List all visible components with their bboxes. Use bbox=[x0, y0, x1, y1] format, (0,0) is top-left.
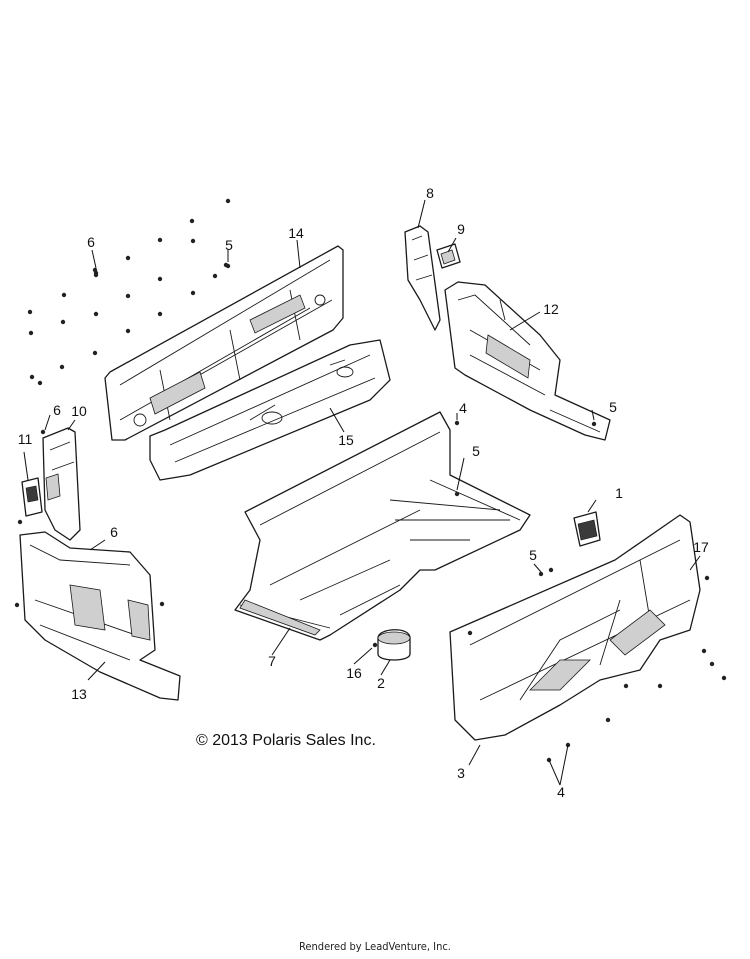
callout-8: 8 bbox=[426, 185, 434, 201]
fastener-misc bbox=[14, 263, 727, 763]
side-panel-12 bbox=[444, 281, 611, 441]
rear-bar-15 bbox=[149, 339, 391, 481]
copyright-text: © 2013 Polaris Sales Inc. bbox=[196, 732, 376, 749]
leader-lines bbox=[23, 199, 701, 786]
bracket-8 bbox=[404, 225, 441, 331]
callout-6: 6 bbox=[110, 524, 118, 540]
callout-4: 4 bbox=[459, 400, 467, 416]
fastener-cluster bbox=[27, 198, 231, 386]
callout-9: 9 bbox=[457, 221, 465, 237]
bracket-11 bbox=[21, 477, 43, 517]
callout-labels: 1 2 3 4 4 5 5 5 5 6 6 6 7 8 9 10 11 12 1… bbox=[18, 185, 709, 800]
callout-17: 17 bbox=[693, 539, 709, 555]
callout-4: 4 bbox=[557, 784, 565, 800]
side-panel-13 bbox=[19, 531, 181, 701]
callout-7: 7 bbox=[268, 653, 276, 669]
latch-1 bbox=[573, 511, 601, 547]
floor-panel-3 bbox=[449, 514, 701, 741]
callout-13: 13 bbox=[71, 686, 87, 702]
callout-12: 12 bbox=[543, 301, 559, 317]
callout-11: 11 bbox=[18, 431, 33, 447]
callout-5: 5 bbox=[472, 443, 480, 459]
rear-panel-14 bbox=[104, 245, 344, 441]
callout-6: 6 bbox=[87, 234, 95, 250]
footer-text: Rendered by LeadVenture, Inc. bbox=[299, 940, 451, 953]
callout-2: 2 bbox=[377, 675, 385, 691]
callout-14: 14 bbox=[288, 225, 304, 241]
callout-6: 6 bbox=[53, 402, 61, 418]
cargo-box-7 bbox=[234, 411, 531, 641]
post-10 bbox=[42, 427, 81, 541]
callout-15: 15 bbox=[338, 432, 354, 448]
callout-5: 5 bbox=[609, 399, 617, 415]
clamp-2 bbox=[377, 629, 411, 661]
callout-5: 5 bbox=[529, 547, 537, 563]
callout-16: 16 bbox=[346, 665, 362, 681]
plate-9 bbox=[436, 243, 461, 269]
callout-10: 10 bbox=[71, 403, 87, 419]
callout-5: 5 bbox=[225, 237, 233, 253]
callout-3: 3 bbox=[457, 765, 465, 781]
callout-1: 1 bbox=[615, 485, 623, 501]
